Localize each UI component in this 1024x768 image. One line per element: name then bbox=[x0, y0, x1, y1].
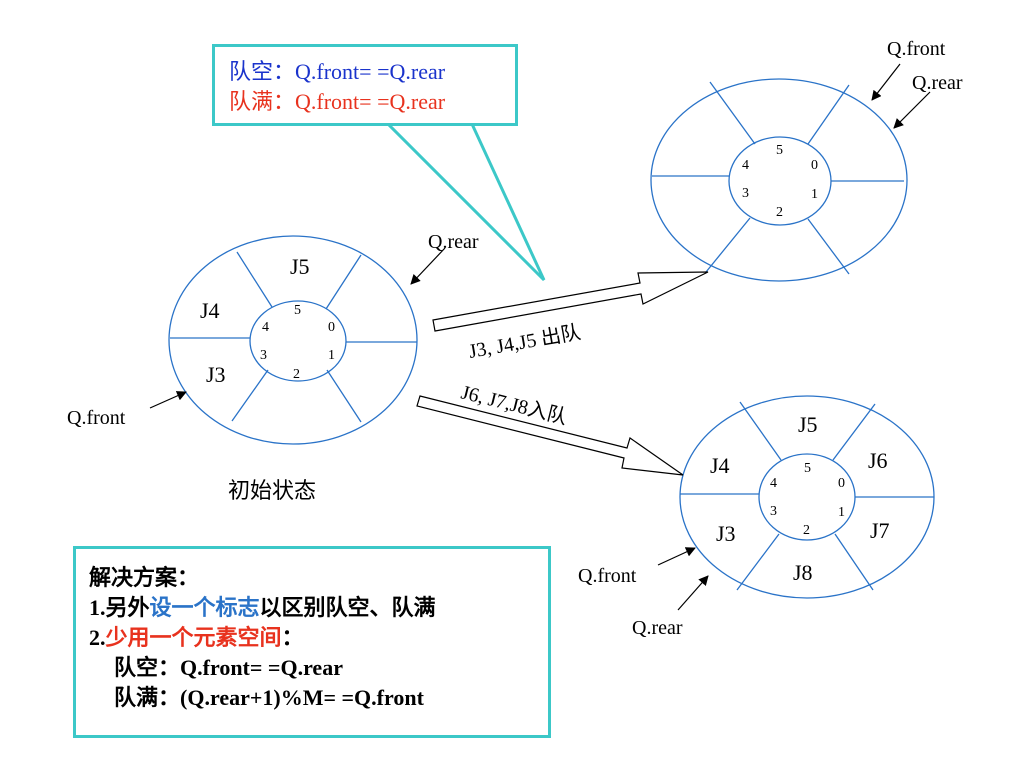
initial-segment-j3: J3 bbox=[206, 362, 226, 387]
full-segment-j4: J4 bbox=[710, 453, 730, 478]
full-ring bbox=[679, 395, 935, 599]
solution-item-1-highlight: 设一个标志 bbox=[149, 595, 260, 620]
callout-empty-line: 队空：Q.front= =Q.rear bbox=[229, 57, 515, 87]
solution-item-2-number: 2. bbox=[89, 625, 106, 650]
initial-front-arrow bbox=[149, 391, 187, 409]
initial-indices: 5 4 0 3 1 2 bbox=[260, 303, 335, 382]
solution-item-2-highlight: 少用一个元素空间 bbox=[105, 625, 282, 650]
solution-item-1-text-a: 另外 bbox=[105, 595, 150, 620]
callout-full-formula: Q.front= =Q.rear bbox=[295, 89, 446, 114]
solution-empty-condition: 队空：Q.front= =Q.rear bbox=[89, 653, 548, 683]
empty-rear-label: Q.rear bbox=[912, 72, 963, 94]
solution-item-1: 1.另外设一个标志以区别队空、队满 bbox=[89, 593, 548, 623]
empty-front-label: Q.front bbox=[887, 38, 946, 60]
callout-full-label: 队满： bbox=[229, 89, 296, 114]
empty-front-arrow bbox=[871, 63, 901, 101]
empty-index-4: 4 bbox=[742, 158, 749, 173]
full-index-0: 0 bbox=[838, 476, 845, 491]
empty-full-condition-callout: 队空：Q.front= =Q.rear 队满：Q.front= =Q.rear bbox=[212, 44, 518, 126]
initial-index-1: 1 bbox=[328, 348, 335, 363]
solution-item-2-colon: ： bbox=[281, 625, 304, 650]
empty-rear-arrow bbox=[893, 91, 931, 129]
initial-index-0: 0 bbox=[328, 320, 335, 335]
full-index-4: 4 bbox=[770, 476, 777, 491]
initial-caption: 初始状态 bbox=[228, 478, 316, 503]
full-front-arrow bbox=[657, 547, 696, 566]
initial-segment-labels: J5 J4 J3 bbox=[200, 254, 310, 387]
empty-index-2: 2 bbox=[776, 205, 783, 220]
empty-index-3: 3 bbox=[742, 186, 749, 201]
dequeue-label: J3, J4,J5 出队 bbox=[467, 321, 583, 363]
empty-index-5: 5 bbox=[776, 143, 783, 158]
full-segment-j3: J3 bbox=[716, 521, 736, 546]
solution-item-1-number: 1. bbox=[89, 595, 106, 620]
callout-empty-label: 队空： bbox=[229, 59, 296, 84]
initial-rear-arrow bbox=[410, 247, 446, 285]
solution-full-label: 队满： bbox=[114, 685, 181, 710]
full-segment-j5: J5 bbox=[798, 412, 818, 437]
solution-item-1-text-c: 以区别队空、队满 bbox=[259, 595, 436, 620]
full-index-3: 3 bbox=[770, 504, 777, 519]
initial-front-label: Q.front bbox=[67, 407, 126, 429]
solution-full-formula: (Q.rear+1)%M= =Q.front bbox=[180, 685, 424, 710]
dequeue-block-arrow bbox=[432, 271, 709, 332]
full-indices: 5 4 0 3 1 2 bbox=[770, 461, 845, 538]
full-rear-arrow bbox=[677, 575, 709, 611]
full-segment-j8: J8 bbox=[793, 560, 813, 585]
empty-ring bbox=[650, 78, 908, 282]
full-index-1: 1 bbox=[838, 505, 845, 520]
full-segment-labels: J5 J6 J4 J3 J7 J8 bbox=[710, 412, 890, 585]
solution-box: 解决方案： 1.另外设一个标志以区别队空、队满 2.少用一个元素空间： 队空：Q… bbox=[73, 546, 551, 738]
full-segment-j6: J6 bbox=[868, 448, 888, 473]
full-rear-label: Q.rear bbox=[632, 617, 683, 639]
solution-empty-label: 队空： bbox=[114, 655, 181, 680]
full-front-label: Q.front bbox=[578, 565, 637, 587]
empty-indices: 5 4 0 3 1 2 bbox=[742, 143, 818, 220]
solution-item-2: 2.少用一个元素空间： bbox=[89, 623, 548, 653]
full-index-2: 2 bbox=[803, 523, 810, 538]
initial-ring bbox=[168, 235, 418, 445]
solution-full-condition: 队满：(Q.rear+1)%M= =Q.front bbox=[89, 683, 548, 713]
initial-index-5: 5 bbox=[294, 303, 301, 318]
initial-rear-label: Q.rear bbox=[428, 231, 479, 253]
initial-index-2: 2 bbox=[293, 367, 300, 382]
solution-empty-formula: Q.front= =Q.rear bbox=[180, 655, 343, 680]
callout-tail bbox=[384, 122, 546, 282]
empty-index-0: 0 bbox=[811, 158, 818, 173]
initial-index-3: 3 bbox=[260, 348, 267, 363]
initial-segment-j4: J4 bbox=[200, 298, 220, 323]
solution-title: 解决方案： bbox=[89, 565, 200, 590]
full-segment-j7: J7 bbox=[870, 518, 890, 543]
enqueue-block-arrow bbox=[416, 395, 684, 476]
full-index-5: 5 bbox=[804, 461, 811, 476]
callout-empty-formula: Q.front= =Q.rear bbox=[295, 59, 446, 84]
callout-full-line: 队满：Q.front= =Q.rear bbox=[229, 87, 515, 117]
empty-index-1: 1 bbox=[811, 187, 818, 202]
initial-index-4: 4 bbox=[262, 320, 269, 335]
initial-segment-j5: J5 bbox=[290, 254, 310, 279]
